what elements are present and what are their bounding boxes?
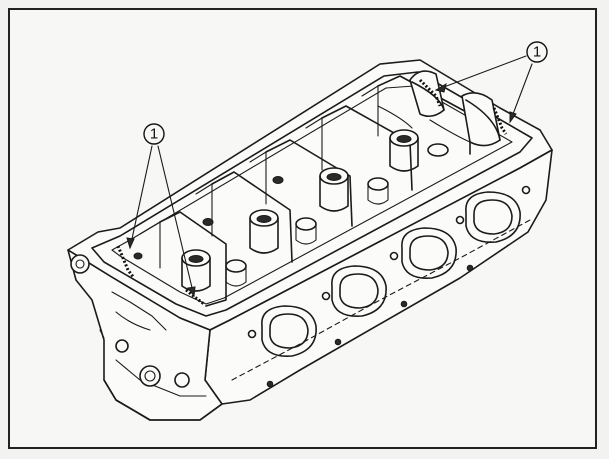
callout-number: 1 <box>533 44 541 61</box>
cam-journals <box>377 70 501 147</box>
callout-number: 1 <box>150 126 158 143</box>
valve-bosses <box>133 129 449 292</box>
cover-rail <box>91 71 533 317</box>
end-details <box>70 254 190 388</box>
callout-circle <box>526 41 548 63</box>
intake-ports <box>231 185 531 388</box>
callout-circle <box>143 123 165 145</box>
callout-upper-right: 1 <box>434 41 548 124</box>
bearing-bulkheads <box>139 75 471 307</box>
callout-left: 1 <box>126 123 196 298</box>
sealant-marks <box>116 78 508 306</box>
